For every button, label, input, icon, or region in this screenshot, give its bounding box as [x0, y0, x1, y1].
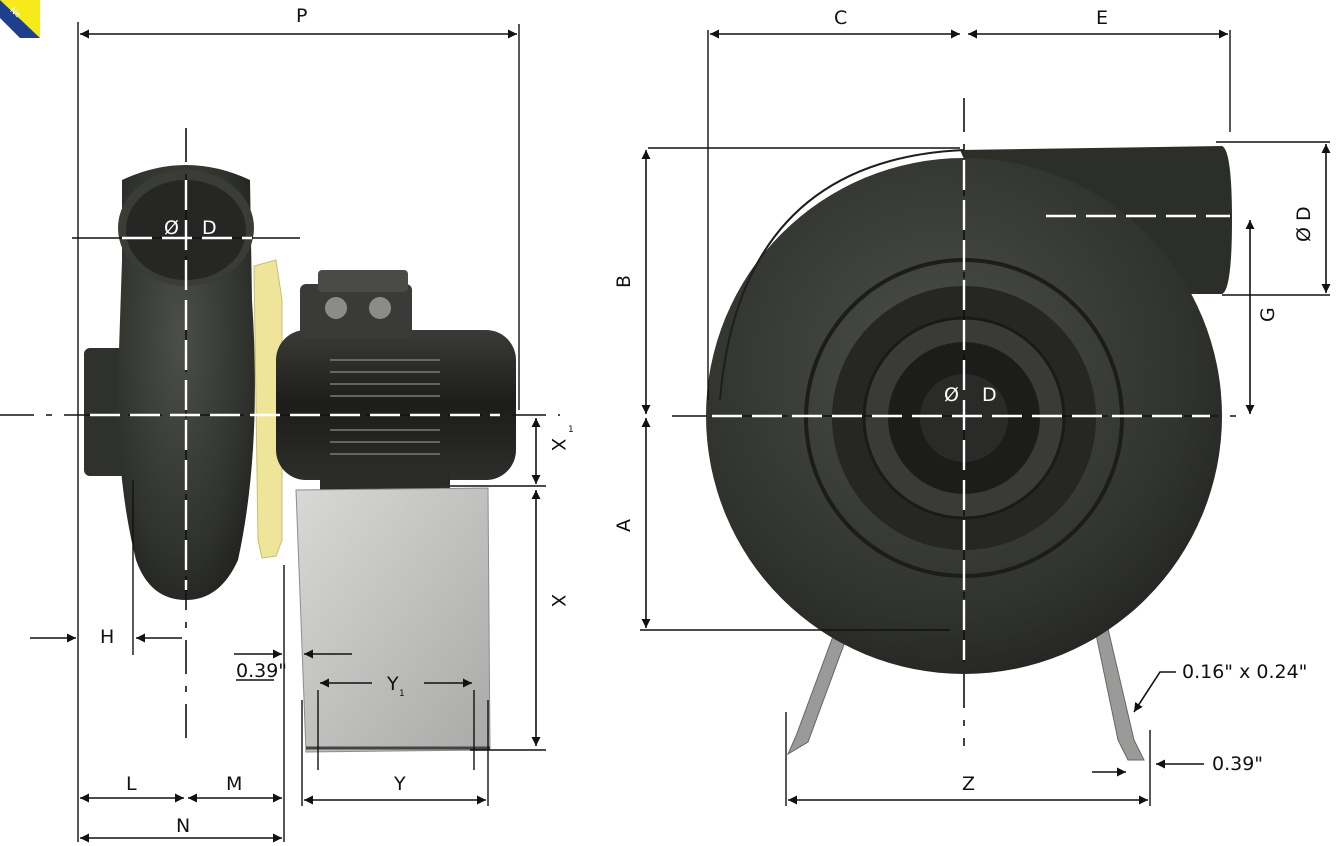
label-A: A	[613, 519, 635, 532]
label-side-dia: Ø	[164, 217, 179, 239]
label-Y1: Y	[386, 673, 399, 695]
label-outlet-dia-D: Ø D	[1293, 206, 1315, 242]
label-foot-size: 0.16" x 0.24"	[1182, 661, 1307, 683]
label-X1: X	[547, 438, 569, 451]
side-motor-body	[276, 330, 516, 480]
label-B: B	[613, 275, 635, 288]
leader-foot-size	[1133, 671, 1176, 713]
label-side-gap: 0.39"	[236, 660, 287, 682]
side-gland-right	[369, 297, 391, 319]
side-yellow-flange	[253, 259, 283, 559]
side-motor-fins	[330, 359, 440, 455]
label-P: P	[296, 5, 307, 27]
label-X: X	[547, 594, 569, 607]
label-foot-gap: 0.39"	[1212, 753, 1263, 775]
label-Z: Z	[962, 773, 975, 795]
label-M: M	[226, 773, 242, 795]
label-C: C	[834, 7, 847, 29]
label-E: E	[1096, 7, 1108, 29]
side-gland-left	[325, 297, 347, 319]
side-view: P Ø D H 0.39" Y 1 Y L M N X 1 X	[0, 5, 574, 843]
side-motor-foot	[320, 470, 450, 492]
label-Y: Y	[393, 773, 406, 795]
front-view: C E B A Ø D G Ø D Z 0.16" x 0.24" 0.39"	[613, 7, 1331, 806]
label-G: G	[1257, 307, 1279, 322]
label-front-D: D	[982, 384, 997, 406]
side-stand	[295, 487, 491, 753]
label-front-dia: Ø	[944, 384, 959, 406]
label-side-D: D	[202, 217, 217, 239]
side-terminal-box	[300, 284, 412, 338]
label-H: H	[100, 626, 114, 648]
label-X1-sub: 1	[568, 425, 574, 435]
side-terminal-box-lid	[318, 270, 408, 292]
corner-badge: Ne	[0, 0, 40, 38]
label-N: N	[176, 815, 190, 837]
label-Y1-sub: 1	[399, 689, 405, 699]
label-L: L	[126, 773, 137, 795]
